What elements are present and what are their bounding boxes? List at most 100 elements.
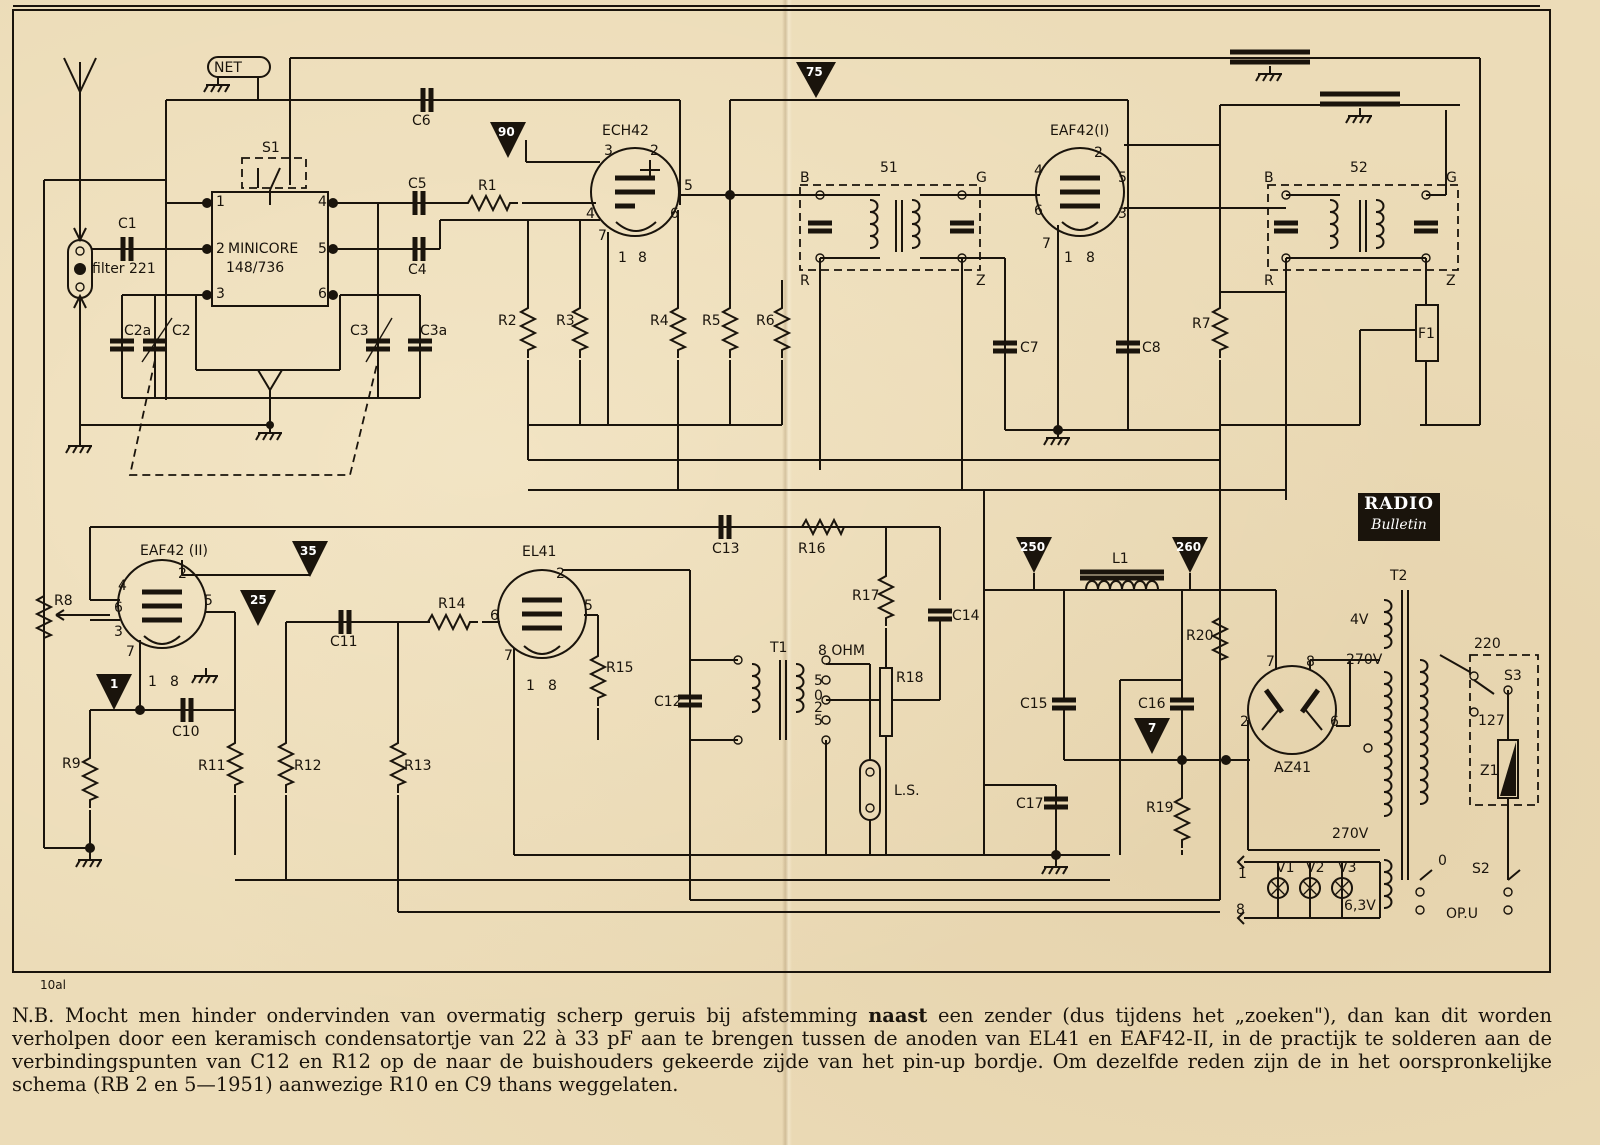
svg-text:6: 6	[1034, 203, 1043, 219]
svg-text:R12: R12	[294, 758, 322, 774]
arrow	[73, 293, 87, 309]
svg-text:C12: C12	[654, 694, 682, 710]
svg-text:6: 6	[114, 600, 123, 616]
svg-text:7: 7	[1148, 721, 1156, 735]
coupling-plates	[1230, 49, 1310, 65]
svg-text:B: B	[800, 170, 810, 186]
tube-EAF42-I	[1035, 147, 1125, 237]
svg-text:C3: C3	[350, 323, 369, 339]
capacitor-C16	[1170, 700, 1194, 708]
potentiometer-R18	[879, 667, 893, 737]
svg-text:7: 7	[126, 644, 135, 660]
svg-text:B: B	[1264, 170, 1274, 186]
svg-text:C4: C4	[408, 262, 427, 278]
svg-text:2: 2	[1094, 145, 1103, 161]
svg-text:6: 6	[318, 286, 327, 302]
svg-text:8: 8	[1086, 250, 1095, 266]
svg-text:1: 1	[618, 250, 627, 266]
svg-text:4: 4	[1034, 163, 1043, 179]
tap-270v-bottom: 270V	[1332, 826, 1369, 842]
logo-line2: Bulletin	[1371, 517, 1427, 533]
svg-text:R4: R4	[650, 313, 669, 329]
svg-text:C5: C5	[408, 176, 427, 192]
svg-text:R16: R16	[798, 541, 826, 557]
svg-text:R5: R5	[702, 313, 721, 329]
svg-text:3: 3	[216, 286, 225, 302]
resistor-R15	[590, 647, 606, 707]
voltage-marker-260: 260	[1172, 537, 1208, 573]
resistor-R7	[1212, 299, 1228, 359]
svg-text:7: 7	[598, 228, 607, 244]
svg-text:R8: R8	[54, 593, 73, 609]
transformer-T1	[751, 663, 761, 713]
svg-text:T1: T1	[769, 640, 787, 656]
svg-text:8: 8	[638, 250, 647, 266]
svg-text:2: 2	[650, 143, 659, 159]
svg-text:C16: C16	[1138, 696, 1166, 712]
svg-text:5: 5	[584, 598, 593, 614]
resistor-R4	[670, 299, 686, 359]
tube-EAF42-I-label: EAF42(I)	[1050, 123, 1109, 139]
resistor-R13	[390, 734, 406, 794]
if-transformer-52	[1267, 184, 1459, 271]
voltage-selector-box	[1469, 654, 1539, 806]
svg-text:C7: C7	[1020, 340, 1039, 356]
svg-text:6: 6	[1330, 714, 1339, 730]
svg-text:V1: V1	[1276, 860, 1294, 876]
ground-icon	[1043, 429, 1071, 446]
ground-icon	[75, 851, 103, 868]
resistor-R3	[572, 299, 588, 359]
svg-text:R: R	[1264, 273, 1274, 289]
ground-icon	[1041, 858, 1069, 875]
svg-text:C1: C1	[118, 216, 137, 232]
svg-text:8: 8	[548, 678, 557, 694]
page-fold	[782, 0, 792, 1145]
opu-connector	[207, 56, 271, 78]
svg-text:R2: R2	[498, 313, 517, 329]
svg-text:T2: T2	[1389, 568, 1407, 584]
note-text-2: een zender (dus tijdens het „zoeken"), d…	[12, 1004, 1552, 1096]
switch-S1-box	[241, 157, 307, 189]
footnote: N.B. Mocht men hinder ondervinden van ov…	[12, 1004, 1552, 1096]
svg-text:8: 8	[170, 674, 179, 690]
svg-text:R6: R6	[756, 313, 775, 329]
figure-code: 10al	[40, 978, 66, 992]
ground-icon	[191, 667, 219, 684]
svg-text:C11: C11	[330, 634, 358, 650]
svg-text:R11: R11	[198, 758, 226, 774]
svg-text:C2: C2	[172, 323, 191, 339]
tap-127: 127	[1478, 713, 1505, 729]
svg-text:S3: S3	[1504, 668, 1522, 684]
ground-icon	[65, 437, 93, 454]
svg-text:1: 1	[1238, 866, 1247, 882]
resistor-R6	[774, 299, 790, 359]
tube-ECH42	[590, 147, 680, 237]
svg-text:C15: C15	[1020, 696, 1048, 712]
note-prefix: N.B.	[12, 1004, 55, 1027]
svg-text:3: 3	[114, 624, 123, 640]
tube-EL41	[497, 569, 587, 659]
svg-text:8: 8	[1236, 902, 1245, 918]
resistor-R9	[82, 749, 98, 809]
capacitor-C15	[1052, 700, 1076, 708]
svg-text:Z1: Z1	[1480, 763, 1499, 779]
note-bold: naast	[868, 1004, 928, 1027]
tap-6-3v: 6,3V	[1344, 898, 1376, 914]
svg-text:4: 4	[586, 206, 595, 222]
potentiometer-R8	[36, 587, 52, 647]
tube-AZ41	[1247, 665, 1337, 755]
minicore-number: 148/736	[226, 260, 284, 276]
svg-text:Z: Z	[976, 273, 986, 289]
svg-text:G: G	[1446, 170, 1457, 186]
svg-text:260: 260	[1176, 540, 1201, 554]
t2-4v-winding	[1383, 599, 1393, 649]
note-text-1: Mocht men hinder ondervinden van overmat…	[54, 1004, 869, 1027]
svg-text:C10: C10	[172, 724, 200, 740]
capacitor-C14	[928, 611, 952, 619]
svg-text:R3: R3	[556, 313, 575, 329]
resistor-R17	[878, 567, 894, 627]
svg-text:R1: R1	[478, 178, 497, 194]
svg-text:R14: R14	[438, 596, 466, 612]
tap-220: 220	[1474, 636, 1501, 652]
